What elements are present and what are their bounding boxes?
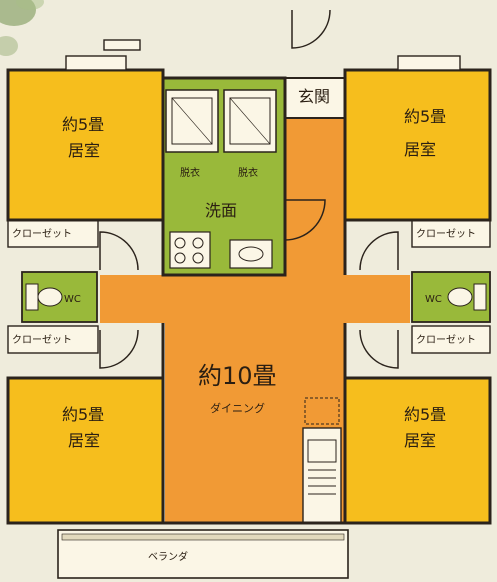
closet-top-right	[411, 219, 491, 248]
room-top-right	[345, 70, 490, 220]
room-bottom-right-name: 居室	[404, 431, 436, 450]
closet-top-right-label: クローゼット	[416, 228, 476, 240]
veranda	[57, 529, 349, 579]
bath-left	[165, 89, 219, 153]
entrance-label: 玄関	[298, 87, 330, 106]
room-bottom-left-name: 居室	[68, 431, 100, 450]
veranda-label: ベランダ	[148, 550, 188, 563]
room-top-left-size: 約5畳	[62, 115, 104, 134]
wc-right	[411, 271, 491, 323]
room-top-right-size: 約5畳	[404, 107, 446, 126]
kitchen-counter	[302, 397, 342, 524]
closet-top-left-label: クローゼット	[12, 228, 72, 240]
leaf-decoration	[0, 0, 44, 56]
dressing-right-label: 脱衣	[238, 166, 258, 179]
windows	[65, 39, 461, 71]
room-top-left	[8, 70, 163, 220]
wc-right-label: WC	[425, 294, 442, 305]
room-bottom-left	[8, 378, 163, 523]
sink-fixtures	[169, 231, 273, 269]
room-top-right-name: 居室	[404, 140, 436, 159]
closet-bottom-left	[7, 325, 99, 354]
wc-left-label: WC	[64, 294, 81, 305]
room-bottom-right	[345, 378, 490, 523]
doors	[99, 9, 399, 369]
dining-name: ダイニング	[210, 401, 265, 415]
closet-bottom-right	[411, 325, 491, 354]
wc-left	[21, 271, 98, 323]
dressing-left-label: 脱衣	[180, 166, 200, 179]
room-top-left-name: 居室	[68, 141, 100, 160]
closet-bottom-left-label: クローゼット	[12, 334, 72, 346]
walls	[6, 68, 492, 525]
room-bottom-left-size: 約5畳	[62, 405, 104, 424]
dining-size: 約10畳	[198, 362, 277, 390]
washroom-label: 洗面	[205, 201, 237, 220]
closet-bottom-right-label: クローゼット	[416, 334, 476, 346]
bath-right	[223, 89, 277, 153]
room-bottom-right-size: 約5畳	[404, 405, 446, 424]
